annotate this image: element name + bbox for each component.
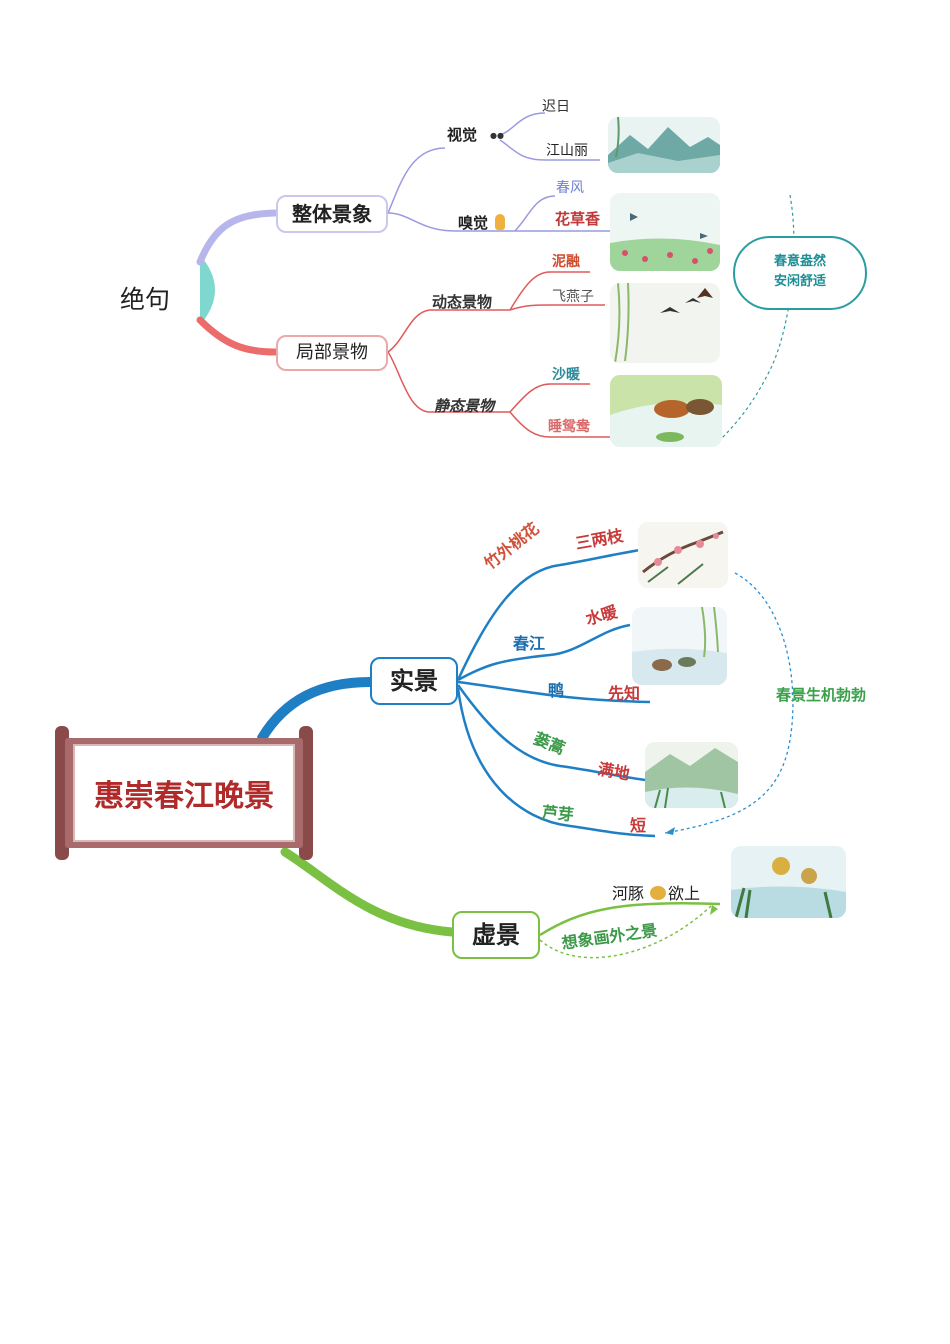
swallows-willow-image	[610, 283, 720, 363]
summary-spring-vitality: 春景生机勃勃	[776, 686, 867, 704]
summary-bubble-spring: 春意盎然 安闲舒适	[733, 236, 867, 310]
nose-icon	[495, 214, 505, 230]
node-real-label: 实景	[390, 667, 438, 695]
label-sand: 沙暖	[552, 367, 580, 383]
summary-line-2: 安闲舒适	[773, 274, 826, 289]
label-pufferfish-b: 欲上	[668, 884, 701, 903]
label-short: 短	[630, 816, 647, 835]
label-mud: 泥融	[552, 254, 580, 270]
peach-blossom-image	[638, 522, 728, 588]
landscape-mountains-image	[608, 117, 720, 173]
label-smell: 嗅觉	[458, 214, 489, 232]
map2-connector-lines	[257, 548, 794, 959]
label-visual: 视觉	[447, 126, 478, 144]
ducks-river-image	[632, 607, 727, 685]
label-static: 静态景物	[434, 397, 495, 415]
eye-icon: ●●	[490, 131, 504, 140]
root-node-shape	[200, 255, 215, 325]
line-root-overall	[196, 209, 279, 266]
label-mountains: 江山丽	[546, 143, 588, 159]
label-first-know: 先知	[608, 684, 641, 703]
label-pufferfish-a: 河豚	[612, 884, 645, 903]
mandarin-ducks-image	[610, 375, 722, 447]
line-title-real	[257, 677, 375, 743]
label-spring-river: 春江	[513, 634, 546, 653]
label-ducks: 睡鸳鸯	[548, 419, 590, 435]
map1-connector-lines	[196, 112, 795, 441]
label-duck: 鸭	[548, 681, 565, 700]
node-virtual-scene: 虚景	[452, 911, 540, 959]
label-sun: 迟日	[542, 99, 570, 115]
branch-local-label: 局部景物	[296, 342, 368, 363]
branch-overall-scene: 整体景象	[276, 195, 388, 233]
summary-line-1: 春意盎然	[773, 254, 826, 269]
label-wind: 春风	[556, 180, 584, 196]
branch-local-scenery: 局部景物	[276, 335, 388, 371]
pufferfish-icon	[650, 886, 666, 900]
flowers-field-image	[610, 193, 720, 271]
label-reed-buds: 芦芽	[541, 802, 575, 825]
riverside-grass-image	[645, 742, 738, 808]
pufferfish-image	[731, 846, 846, 918]
label-swallows: 飞燕子	[552, 289, 594, 305]
scroll-paper	[73, 744, 295, 842]
poem-side-label: 绝句	[120, 285, 171, 314]
poem-title: 惠崇春江晚景	[94, 779, 274, 814]
label-dynamic: 动态景物	[432, 293, 493, 311]
branch-overall-label: 整体景象	[292, 202, 372, 226]
node-virtual-label: 虚景	[472, 921, 520, 949]
line-title-virtual	[280, 847, 457, 937]
label-flowers: 花草香	[555, 210, 601, 228]
line-root-local	[196, 316, 279, 356]
title-scroll: 惠崇春江晚景	[55, 726, 313, 860]
node-real-scene: 实景	[370, 657, 458, 705]
